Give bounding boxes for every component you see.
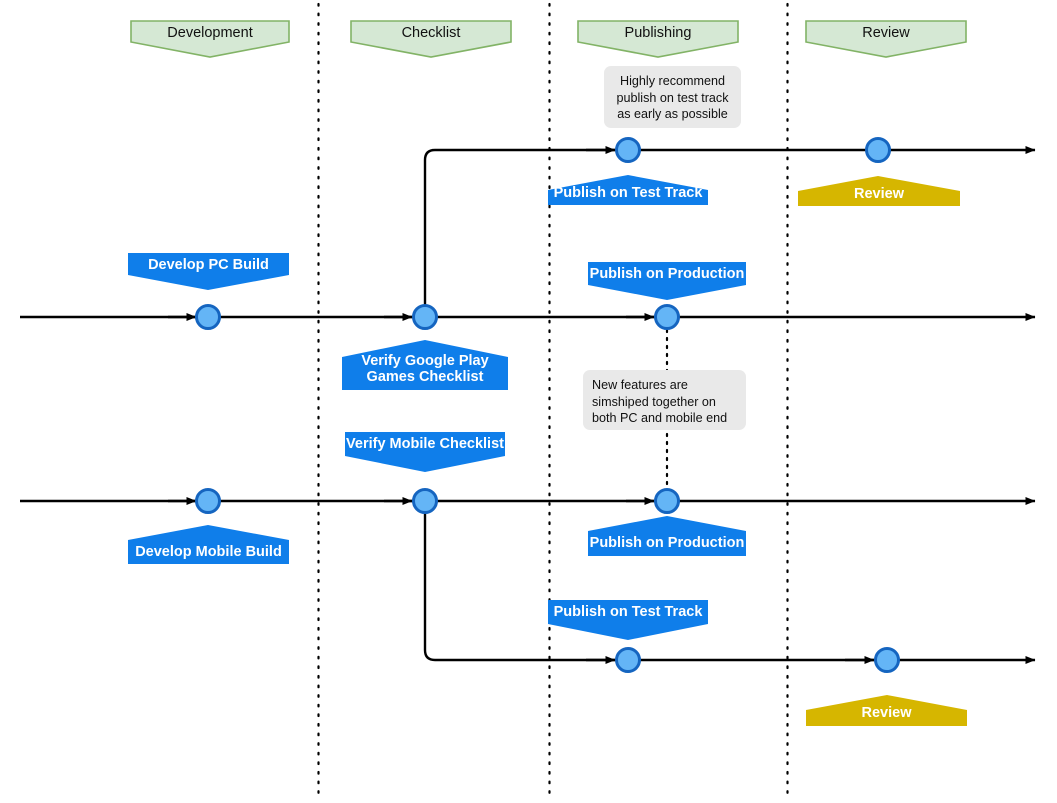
milestone-label-publish-production-mobile-text: Publish on Production: [589, 535, 745, 552]
milestone-label-develop-mobile-build[interactable]: Develop Mobile Build: [128, 540, 289, 564]
milestone-nodes: [195, 137, 900, 673]
lane-mobile-test-track: [423, 501, 1036, 664]
node-publish-production-mobile: [654, 488, 680, 514]
label-shape-develop-pc-build: [128, 253, 289, 290]
milestone-label-publish-test-track-mobile[interactable]: Publish on Test Track: [548, 600, 708, 624]
label-shape-publish-production-mobile: [588, 516, 746, 556]
branch-mobile-to-test-track: [423, 501, 1036, 664]
branch-pc-to-test-track: [423, 146, 1036, 317]
milestone-label-publish-production-pc-text: Publish on Production: [589, 265, 745, 282]
label-shape-publish-production-pc: [588, 262, 746, 300]
milestone-label-shapes: [128, 175, 967, 726]
label-shape-verify-mobile-checklist: [345, 432, 505, 472]
node-review-mobile: [874, 647, 900, 673]
node-publish-test-track-mobile: [615, 647, 641, 673]
lane-test-track: [423, 146, 1036, 317]
milestone-label-develop-mobile-build-text: Develop Mobile Build: [135, 543, 282, 560]
milestone-label-publish-production-mobile[interactable]: Publish on Production: [588, 531, 746, 556]
label-shape-review-mobile: [806, 695, 967, 726]
milestone-label-publish-production-pc[interactable]: Publish on Production: [588, 262, 746, 286]
milestone-label-publish-test-track-pc-text: Publish on Test Track: [553, 184, 703, 201]
label-shape-publish-test-track-pc: [548, 175, 708, 205]
milestone-label-review-mobile-text: Review: [861, 705, 912, 722]
phase-header-shapes: [130, 20, 967, 58]
milestone-label-verify-mobile-checklist-text: Verify Mobile Checklist: [346, 436, 504, 453]
milestone-label-develop-pc-build-text: Develop PC Build: [148, 256, 269, 273]
phase-header-shape-checklist: [350, 20, 512, 58]
note-simship[interactable]: New features are simshiped together on b…: [583, 370, 746, 430]
milestone-label-review-pc-text: Review: [854, 185, 904, 202]
node-publish-production-pc: [654, 304, 680, 330]
phase-header-publishing-label: Publishing: [624, 25, 692, 42]
milestone-label-develop-pc-build[interactable]: Develop PC Build: [128, 253, 289, 277]
node-develop-pc-build: [195, 304, 221, 330]
phase-header-review-label: Review: [862, 25, 910, 42]
note-simship-text: New features are simshiped together on b…: [592, 378, 728, 426]
label-shape-publish-test-track-mobile: [548, 600, 708, 640]
milestone-label-verify-gpg-checklist[interactable]: Verify Google Play Games Checklist: [342, 348, 508, 390]
phase-header-development[interactable]: Development: [131, 21, 289, 46]
phase-separators: [317, 2, 789, 802]
node-verify-mobile-checklist: [412, 488, 438, 514]
note-test-track-recommendation[interactable]: Highly recommend publish on test track a…: [604, 66, 741, 128]
milestone-label-review-pc[interactable]: Review: [798, 182, 960, 206]
milestone-label-review-mobile[interactable]: Review: [806, 701, 967, 726]
node-develop-mobile-build: [195, 488, 221, 514]
label-shape-review-pc: [798, 176, 960, 206]
phase-header-checklist[interactable]: Checklist: [351, 21, 511, 46]
phase-header-checklist-label: Checklist: [401, 25, 461, 42]
node-review-pc: [865, 137, 891, 163]
milestone-label-publish-test-track-pc[interactable]: Publish on Test Track: [548, 181, 708, 205]
node-publish-test-track-pc: [615, 137, 641, 163]
milestone-label-verify-gpg-checklist-text: Verify Google Play Games Checklist: [361, 352, 489, 385]
label-shape-verify-gpg-checklist: [342, 340, 508, 390]
phase-header-review[interactable]: Review: [806, 21, 966, 46]
note-test-track-recommendation-text: Highly recommend publish on test track a…: [616, 74, 729, 122]
phase-header-shape-development: [130, 20, 290, 58]
milestone-label-publish-test-track-mobile-text: Publish on Test Track: [553, 603, 703, 620]
phase-header-shape-review: [805, 20, 967, 58]
label-shape-develop-mobile-build: [128, 525, 289, 564]
node-verify-gpg-checklist: [412, 304, 438, 330]
phase-header-shape-publishing: [577, 20, 739, 58]
milestone-label-verify-mobile-checklist[interactable]: Verify Mobile Checklist: [345, 432, 505, 457]
phase-header-development-label: Development: [167, 25, 253, 42]
phase-header-publishing[interactable]: Publishing: [578, 21, 738, 46]
